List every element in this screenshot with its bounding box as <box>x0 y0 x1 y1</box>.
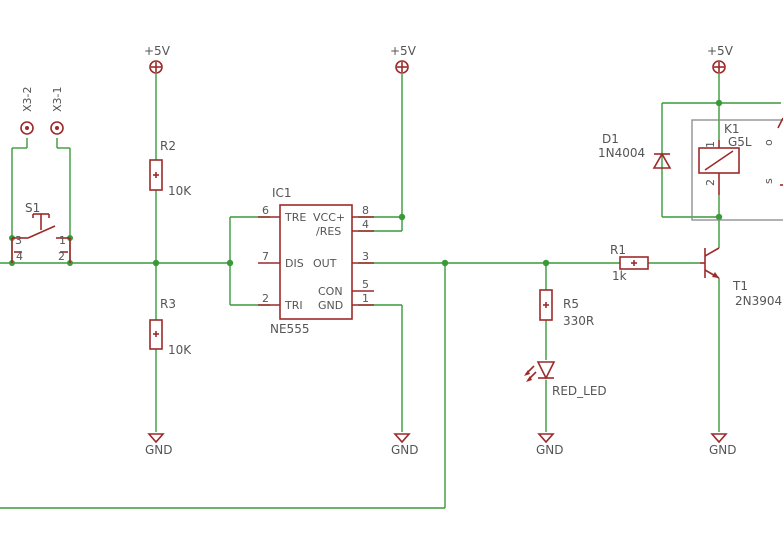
vcc-label: +5V <box>707 44 734 58</box>
vcc-symbol-r2: +5V <box>144 44 171 74</box>
connector-x3-2-label: X3-2 <box>21 86 34 112</box>
gnd-symbol-ic: GND <box>391 433 419 457</box>
k1-name: K1 <box>724 122 740 136</box>
ic1-pin-con: CON <box>318 285 343 298</box>
ic1-pin-tri: TRI <box>284 299 303 312</box>
ic1-pin-num-4: 4 <box>362 218 369 231</box>
r3-name: R3 <box>160 297 176 311</box>
gnd-label: GND <box>709 443 737 457</box>
gnd-label: GND <box>145 443 173 457</box>
switch-pin4: 4 <box>16 250 23 263</box>
relay-k1[interactable]: K1 G5L 1 2 o s <box>691 117 783 221</box>
r1-value: 1k <box>612 269 627 283</box>
switch-pin3: 3 <box>15 234 22 247</box>
ic1-pin-dis: DIS <box>285 257 304 270</box>
connector-x3-2[interactable]: X3-2 <box>20 86 34 135</box>
r1-name: R1 <box>610 243 626 257</box>
k1-pin-o: o <box>762 139 775 146</box>
ic1-ne555[interactable]: IC1 NE555 TRE DIS TRI VCC+ /RES OUT CON … <box>258 186 374 336</box>
gnd-label: GND <box>391 443 419 457</box>
wires <box>0 74 781 509</box>
vcc-label: +5V <box>390 44 417 58</box>
switch-s1[interactable]: S1 3 1 4 2 <box>11 201 71 263</box>
ic1-name: IC1 <box>272 186 292 200</box>
gnd-label: GND <box>536 443 564 457</box>
gnd-symbol-r3: GND <box>145 433 173 457</box>
switch-name: S1 <box>25 201 40 215</box>
switch-pin1: 1 <box>59 234 66 247</box>
vcc-symbol-relay: +5V <box>707 44 734 74</box>
t1-value: 2N3904 <box>735 294 782 308</box>
ic1-pin-tre: TRE <box>284 211 306 224</box>
ic1-pin-num-5: 5 <box>362 278 369 291</box>
gnd-symbol-transistor: GND <box>709 433 737 457</box>
t1-name: T1 <box>732 279 748 293</box>
led-red[interactable]: RED_LED <box>524 361 607 398</box>
resistor-r2[interactable]: R2 10K <box>149 139 192 198</box>
resistor-r3[interactable]: R3 10K <box>149 297 192 357</box>
diode-d1[interactable]: D1 1N4004 <box>598 132 672 169</box>
ic1-pin-num-2: 2 <box>262 292 269 305</box>
ic1-pin-num-3: 3 <box>362 250 369 263</box>
vcc-label: +5V <box>144 44 171 58</box>
connector-x3-1[interactable]: X3-1 <box>50 86 64 135</box>
k1-value: G5L <box>728 135 752 149</box>
junctions <box>9 99 723 267</box>
d1-value: 1N4004 <box>598 146 645 160</box>
r2-value: 10K <box>168 184 192 198</box>
ic1-pin-gnd: GND <box>318 299 343 312</box>
r2-name: R2 <box>160 139 176 153</box>
k1-pin2: 2 <box>704 179 717 186</box>
resistor-r1[interactable]: R1 1k <box>610 243 649 283</box>
r5-value: 330R <box>563 314 594 328</box>
ic1-pin-num-7: 7 <box>262 250 269 263</box>
led-name: RED_LED <box>552 384 607 398</box>
ic1-value: NE555 <box>270 322 309 336</box>
ic1-pin-num-6: 6 <box>262 204 269 217</box>
d1-name: D1 <box>602 132 619 146</box>
ic1-pin-out: OUT <box>313 257 337 270</box>
gnd-symbol-led: GND <box>536 433 564 457</box>
vcc-symbol-ic: +5V <box>390 44 417 74</box>
ic1-pin-num-1: 1 <box>362 292 369 305</box>
k1-pin-s: s <box>762 178 775 184</box>
resistor-r5[interactable]: R5 330R <box>539 289 594 328</box>
r5-name: R5 <box>563 297 579 311</box>
transistor-t1[interactable]: T1 2N3904 <box>700 247 782 308</box>
ic1-pin-num-8: 8 <box>362 204 369 217</box>
switch-pin2: 2 <box>58 250 65 263</box>
k1-pin1: 1 <box>704 141 717 148</box>
r3-value: 10K <box>168 343 192 357</box>
connector-x3-1-label: X3-1 <box>51 86 64 112</box>
ic1-pin-vcc: VCC+ <box>313 211 345 224</box>
ic1-pin-res: /RES <box>316 225 341 238</box>
